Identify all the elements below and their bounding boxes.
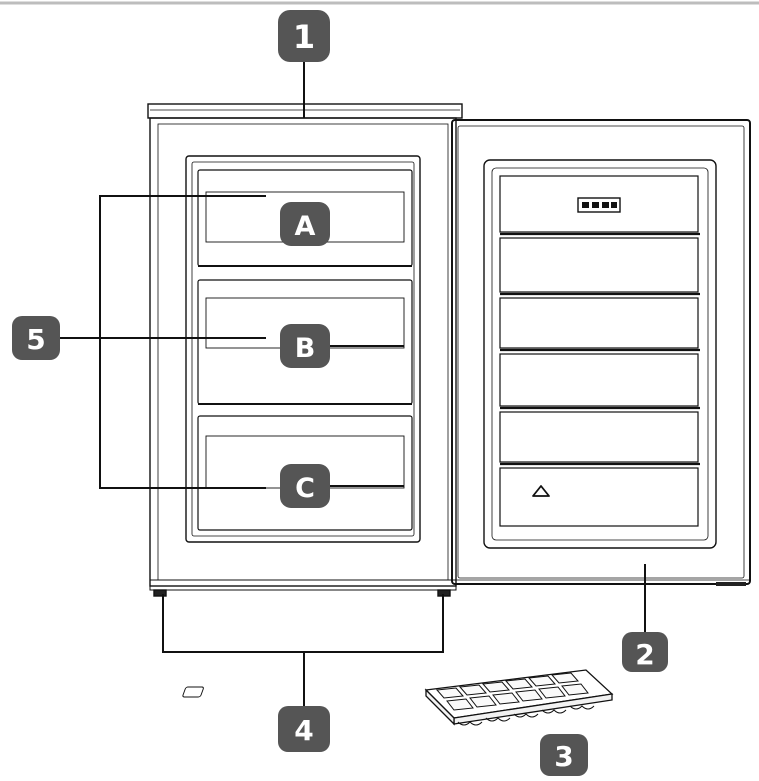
callout-5: 5 bbox=[12, 316, 60, 360]
ice-cube-tray bbox=[182, 669, 614, 726]
drawer-label-b: B bbox=[280, 324, 330, 368]
svg-text:A: A bbox=[295, 211, 316, 242]
callout-4: 4 bbox=[278, 706, 330, 752]
svg-text:C: C bbox=[295, 473, 315, 504]
drawer-label-a: A bbox=[280, 202, 330, 246]
thermostat-panel bbox=[577, 197, 621, 213]
svg-text:1: 1 bbox=[293, 18, 315, 56]
warning-triangle-icon bbox=[532, 485, 550, 497]
callout-2: 2 bbox=[622, 632, 668, 672]
drawer-label-c: C bbox=[280, 464, 330, 508]
callout-3: 3 bbox=[540, 734, 588, 776]
freezer-door bbox=[451, 119, 751, 586]
svg-text:2: 2 bbox=[635, 638, 654, 671]
callout-1: 1 bbox=[278, 10, 330, 62]
drawer-b bbox=[197, 279, 413, 405]
door-shelves bbox=[499, 175, 700, 527]
svg-text:5: 5 bbox=[26, 323, 45, 356]
leader-lines bbox=[60, 62, 646, 706]
svg-text:3: 3 bbox=[554, 740, 573, 773]
drawer-a bbox=[197, 169, 413, 267]
svg-text:4: 4 bbox=[294, 714, 313, 747]
svg-text:B: B bbox=[295, 333, 316, 364]
